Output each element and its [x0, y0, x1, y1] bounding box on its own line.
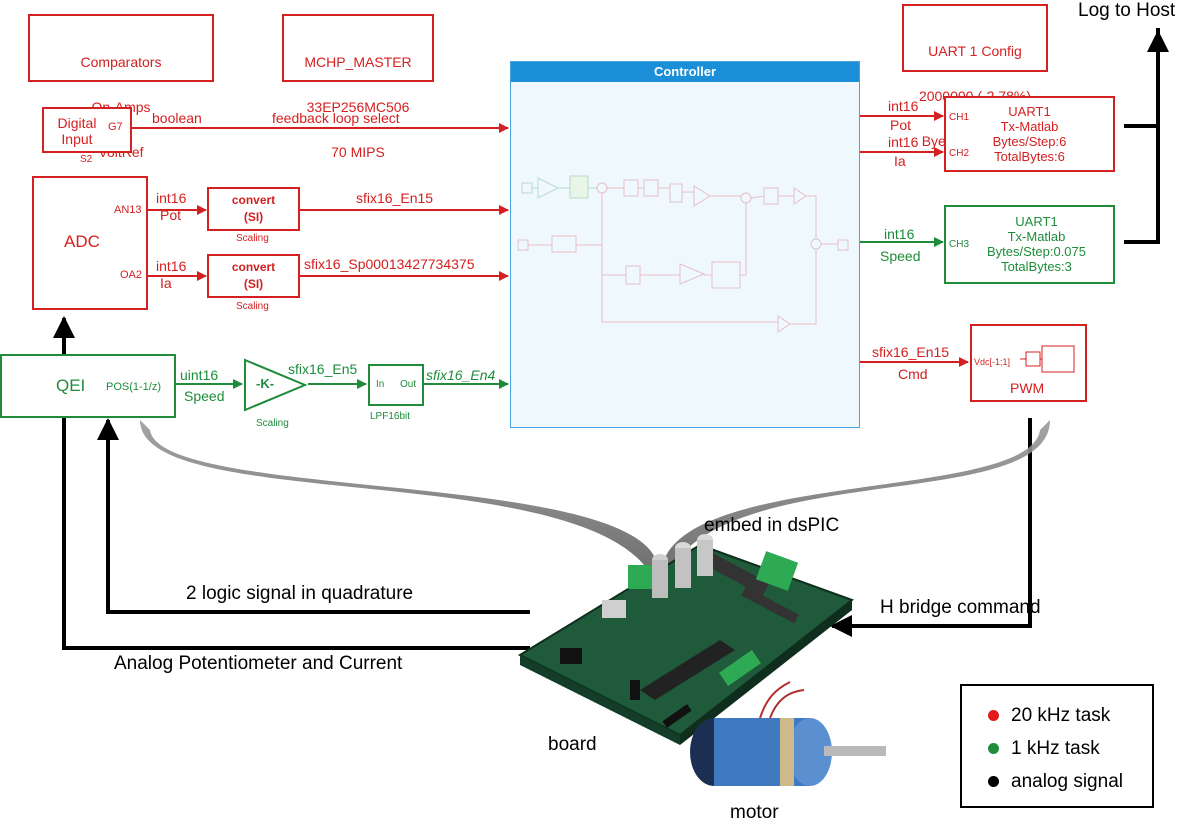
uart-ch3-type: int16 [884, 226, 915, 242]
uart-red-line-4: TotalBytes:6 [994, 149, 1065, 164]
wire-quadrature [97, 418, 530, 614]
wire-log-to-host [1124, 28, 1160, 244]
uart-red-line-1: UART1 [1008, 104, 1051, 119]
board-image [517, 534, 855, 745]
digital-input-label-1: Digital [57, 115, 97, 131]
motor-label: motor [730, 802, 779, 823]
legend-label: 1 kHz task [1011, 738, 1100, 759]
qei-pin: POS(1-1/z) [106, 381, 162, 393]
pwm-block[interactable]: Vdc[-1;1] PWM [970, 324, 1087, 402]
adc-pot-type: int16 [156, 190, 187, 206]
digital-input-type: boolean [152, 110, 202, 126]
convert-ia-sub: Scaling [236, 301, 269, 312]
digital-input-label-2: Input [61, 131, 93, 147]
pwm-icon [1020, 345, 1075, 373]
digital-input-block[interactable]: Digital Input [42, 107, 132, 153]
uart-ch1-name: Pot [890, 117, 912, 133]
gain-label: -K- [256, 376, 275, 391]
gain-block[interactable] [243, 358, 309, 414]
motor-image [690, 681, 886, 786]
master-line-1: MCHP_MASTER [304, 54, 412, 70]
convert-pot-top: convert [231, 193, 276, 207]
gain-out-signal: sfix16_En5 [288, 361, 358, 377]
uart-red-ch2: CH2 [949, 148, 970, 159]
legend-item: 1 kHz task [988, 732, 1152, 765]
digital-input-signal: feedback loop select [272, 110, 400, 126]
legend-label: analog signal [1011, 771, 1123, 792]
wire-analog [62, 418, 530, 650]
adc-pin-oa2: OA2 [120, 269, 143, 281]
qei-label: QEI [56, 376, 86, 395]
pwm-pin: Vdc[-1;1] [974, 357, 1011, 367]
adc-block[interactable]: ADC AN13 OA2 [32, 176, 148, 310]
hbridge-label: H bridge command [880, 597, 1041, 618]
pwm-signal: sfix16_En15 [872, 344, 950, 360]
uart-ch2-name: Ia [894, 153, 906, 169]
legend-label: 20 kHz task [1011, 705, 1111, 726]
master-line-3: 70 MIPS [331, 144, 385, 160]
legend-item: 20 kHz task [988, 699, 1152, 732]
uart-ch2-type: int16 [888, 134, 919, 150]
convert-ia-bottom: (SI) [243, 277, 264, 291]
board-label: board [548, 734, 597, 755]
uart-green-ch3: CH3 [949, 239, 970, 250]
gain-sub: Scaling [256, 418, 289, 429]
adc-ia-type: int16 [156, 258, 187, 274]
convert-ia-out: sfix16_Sp00013427734375 [304, 256, 475, 272]
master-line-2: 33EP256MC506 [306, 99, 410, 115]
digital-input-pin: G7 [108, 121, 123, 133]
lpf-out: Out [400, 379, 417, 390]
comparators-line-1: Comparators [80, 54, 162, 70]
embed-label: embed in dsPIC [704, 515, 840, 536]
controller-title: Controller [511, 62, 859, 82]
pwm-name: Cmd [898, 366, 928, 382]
lpf-block[interactable]: In Out [368, 364, 424, 406]
legend-dot-black [988, 776, 999, 788]
lpf-signal: sfix16_En4 [426, 367, 496, 383]
uart-ch1-type: int16 [888, 98, 919, 114]
quadrature-label: 2 logic signal in quadrature [186, 583, 414, 604]
uart-ch3-name: Speed [880, 248, 921, 264]
comparators-box: Comparators Op-Amps VoltRef [28, 14, 214, 160]
convert-pot-out: sfix16_En15 [356, 190, 434, 206]
pwm-label: PWM [1010, 380, 1045, 396]
uart-green-line-2: Tx-Matlab [1007, 229, 1066, 244]
adc-pot-name: Pot [160, 207, 182, 223]
embed-brace [140, 420, 1050, 600]
convert-pot-sub: Scaling [236, 233, 269, 244]
convert-ia-top: convert [231, 260, 276, 274]
legend-item: analog signal [988, 765, 1152, 798]
adc-ia-name: Ia [160, 275, 172, 291]
convert-block-ia[interactable]: convert (SI) [207, 254, 300, 298]
uart-green-line-4: TotalBytes:3 [1001, 259, 1072, 274]
adc-label: ADC [64, 232, 100, 251]
uart-red-line-3: Bytes/Step:6 [992, 134, 1067, 149]
controller-block[interactable]: Controller [510, 61, 860, 428]
uart-red-ch1: CH1 [949, 112, 970, 123]
log-to-host-label: Log to Host [1078, 0, 1176, 21]
uart-config-box: UART 1 Config 2000000 (-2.78%) Byes / St… [902, 4, 1048, 149]
uart-green-line-3: Bytes/Step:0.075 [986, 244, 1086, 259]
analog-label: Analog Potentiometer and Current [114, 653, 403, 674]
convert-pot-bottom: (SI) [243, 210, 264, 224]
wire-hbridge [830, 418, 1032, 637]
qei-type: uint16 [180, 367, 219, 383]
uart-config-line-1: UART 1 Config [928, 43, 1022, 59]
digital-input-sub: S2 [80, 154, 93, 165]
uart-green-block[interactable]: UART1 Tx-Matlab Bytes/Step:0.075 TotalBy… [944, 205, 1115, 284]
legend-dot-green [988, 743, 999, 755]
legend-dot-red [988, 710, 999, 722]
qei-block[interactable]: QEI POS(1-1/z) [0, 354, 176, 418]
convert-block-pot[interactable]: convert (SI) [207, 187, 300, 231]
uart-red-line-2: Tx-Matlab [1000, 119, 1059, 134]
master-box: MCHP_MASTER 33EP256MC506 70 MIPS [282, 14, 434, 160]
adc-pin-an13: AN13 [114, 204, 142, 216]
lpf-sub: LPF16bit [370, 411, 411, 422]
uart-red-block[interactable]: UART1 Tx-Matlab Bytes/Step:6 TotalBytes:… [944, 96, 1115, 172]
uart-green-line-1: UART1 [1015, 214, 1058, 229]
lpf-in: In [376, 379, 385, 390]
qei-name: Speed [184, 388, 225, 404]
legend: 20 kHz task 1 kHz task analog signal [960, 684, 1154, 808]
